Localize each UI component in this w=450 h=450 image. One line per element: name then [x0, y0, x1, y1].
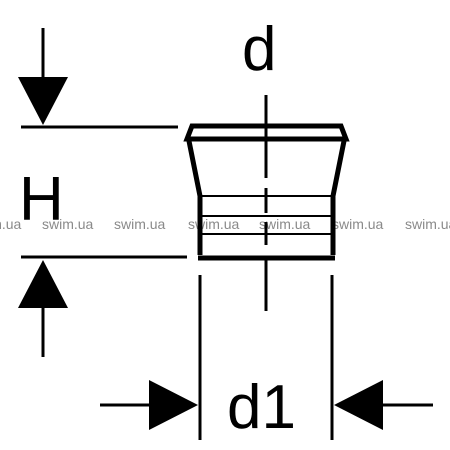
fitting-left-wall	[186, 140, 203, 255]
watermark-text: swim.ua	[332, 216, 384, 232]
height-dimension: H	[18, 28, 187, 357]
fitting-top-rim	[183, 123, 350, 142]
dimension-label-h: H	[19, 165, 64, 234]
arrow-right-icon	[149, 380, 198, 430]
dimension-label-d: d	[242, 15, 276, 84]
watermark-row: swim.ua swim.ua swim.ua swim.ua swim.ua …	[0, 216, 450, 232]
arrow-left-icon	[334, 380, 383, 430]
arrow-down-icon	[18, 77, 68, 125]
watermark-text: swim.ua	[42, 216, 94, 232]
fitting-right-wall	[330, 140, 347, 255]
watermark-text: swim.ua	[114, 216, 166, 232]
diameter-d1-dimension: d1	[100, 275, 433, 442]
watermark-text: swim.ua	[188, 216, 240, 232]
watermark-text: swim.ua	[405, 216, 450, 232]
watermark-text: swim.ua	[259, 216, 311, 232]
arrow-up-icon	[18, 260, 68, 308]
dimension-label-d1: d1	[227, 373, 296, 442]
watermark-text: swim.ua	[0, 216, 22, 232]
